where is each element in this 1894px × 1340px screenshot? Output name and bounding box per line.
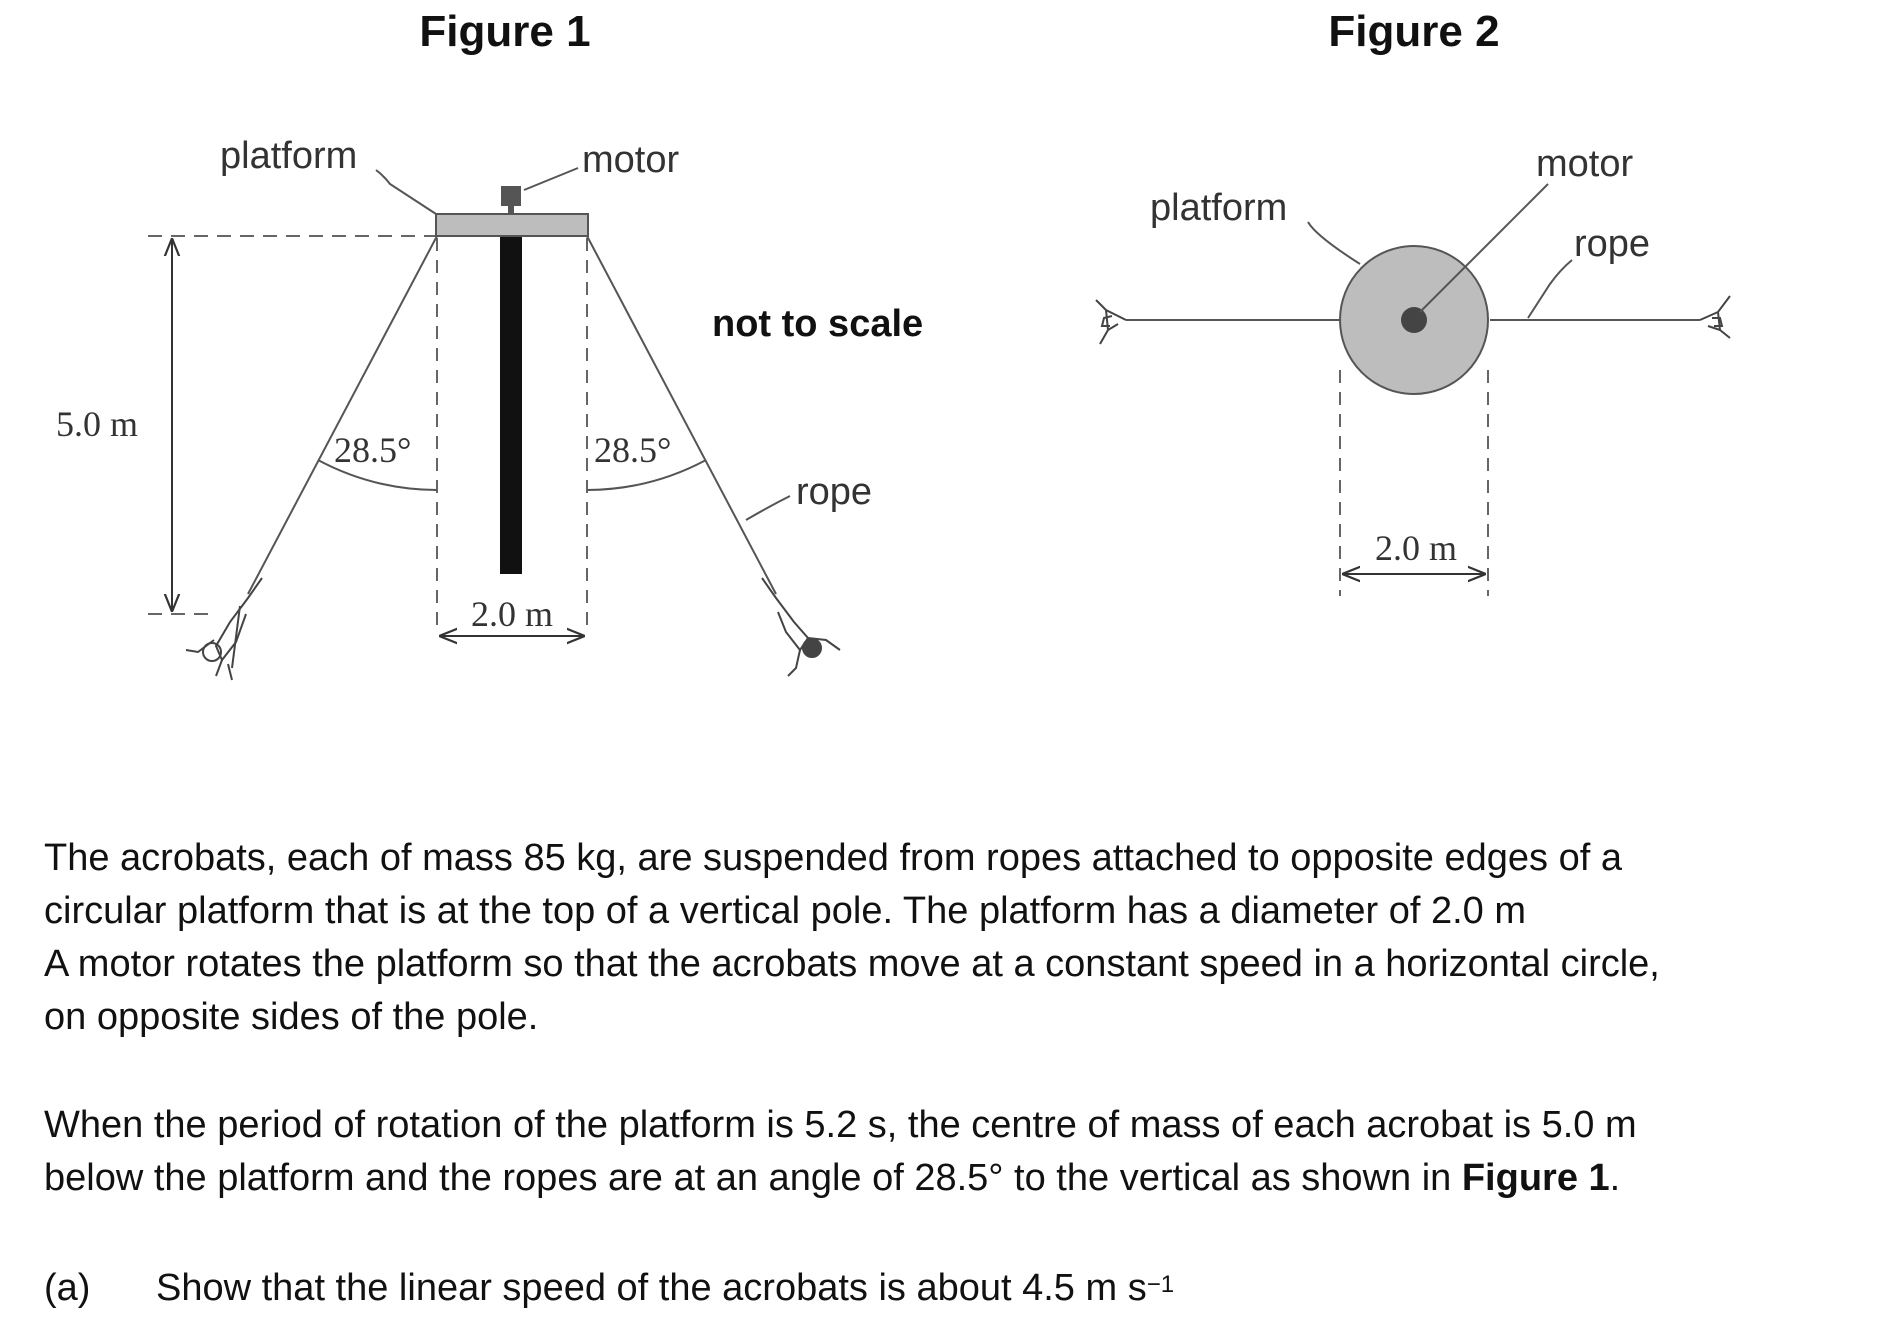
right-acrobat-icon: [761, 577, 841, 677]
para1-line1: The acrobats, each of mass 85 kg, are su…: [44, 837, 1622, 879]
part-a-text: Show that the linear speed of the acroba…: [156, 1267, 1147, 1309]
para2-line2-end: .: [1609, 1157, 1621, 1199]
left-angle-label: 28.5°: [334, 430, 411, 470]
rope-label-2: rope: [1574, 223, 1650, 265]
paragraph-1: The acrobats, each of mass 85 kg, are su…: [44, 832, 1874, 1044]
part-a-text-wrap: Show that the linear speed of the acroba…: [156, 1262, 1174, 1315]
question-text: The acrobats, each of mass 85 kg, are su…: [44, 832, 1874, 1315]
rope-label: rope: [796, 471, 872, 513]
platform-bar: [435, 213, 589, 237]
motor-leader-line-2: [1419, 183, 1549, 313]
motor-shaft: [508, 206, 514, 214]
para2-line2-start: below the platform and the ropes are at …: [44, 1157, 1462, 1199]
left-acrobat-top-view-icon: [1095, 299, 1127, 345]
motor-leader-line: [523, 167, 579, 191]
motor-block: [501, 186, 521, 206]
para1-line2: circular platform that is at the top of …: [44, 890, 1526, 932]
paragraph-2: When the period of rotation of the platf…: [44, 1099, 1874, 1205]
right-angle-label: 28.5°: [594, 430, 671, 470]
rope-leader-line-2: [1527, 259, 1573, 319]
motor-label: motor: [582, 139, 679, 181]
figure-2: Figure 2 2.0 m platform motor rope: [1095, 7, 1731, 596]
not-to-scale-label: not to scale: [712, 303, 923, 345]
figure-2-title: Figure 2: [1328, 7, 1499, 56]
platform-label-2: platform: [1150, 187, 1287, 229]
para2-line1: When the period of rotation of the platf…: [44, 1104, 1637, 1146]
platform-leader-line: [375, 169, 437, 215]
part-a-superscript: −1: [1146, 1271, 1175, 1298]
para1-line3: A motor rotates the platform so that the…: [44, 943, 1660, 985]
platform-leader-line-2: [1307, 221, 1361, 265]
left-acrobat-icon: [185, 577, 263, 681]
figure-1-title: Figure 1: [419, 7, 590, 56]
part-a-label: (a): [44, 1267, 91, 1309]
right-acrobat-top-view-icon: [1699, 295, 1731, 339]
para1-line4: on opposite sides of the pole.: [44, 996, 539, 1038]
width-label: 2.0 m: [471, 594, 553, 634]
height-label: 5.0 m: [56, 404, 138, 444]
platform-label: platform: [220, 135, 357, 177]
left-angle-arc: [317, 459, 438, 491]
right-angle-arc: [586, 459, 707, 491]
rope-leader-line: [745, 495, 791, 521]
figure-reference: Figure 1: [1461, 1157, 1610, 1199]
diameter-label: 2.0 m: [1375, 528, 1457, 568]
figure-1: Figure 1 5.0 m 28.5° 28.5° 2.0 m: [56, 7, 923, 681]
question-part-a: (a) Show that the linear speed of the ac…: [44, 1262, 1874, 1315]
motor-label-2: motor: [1536, 143, 1633, 185]
diagram-figures: Figure 1 5.0 m 28.5° 28.5° 2.0 m: [56, 7, 1731, 681]
pole: [500, 236, 522, 574]
pole-top-dot: [1401, 307, 1427, 333]
left-rope: [247, 235, 438, 595]
right-rope: [586, 235, 777, 595]
